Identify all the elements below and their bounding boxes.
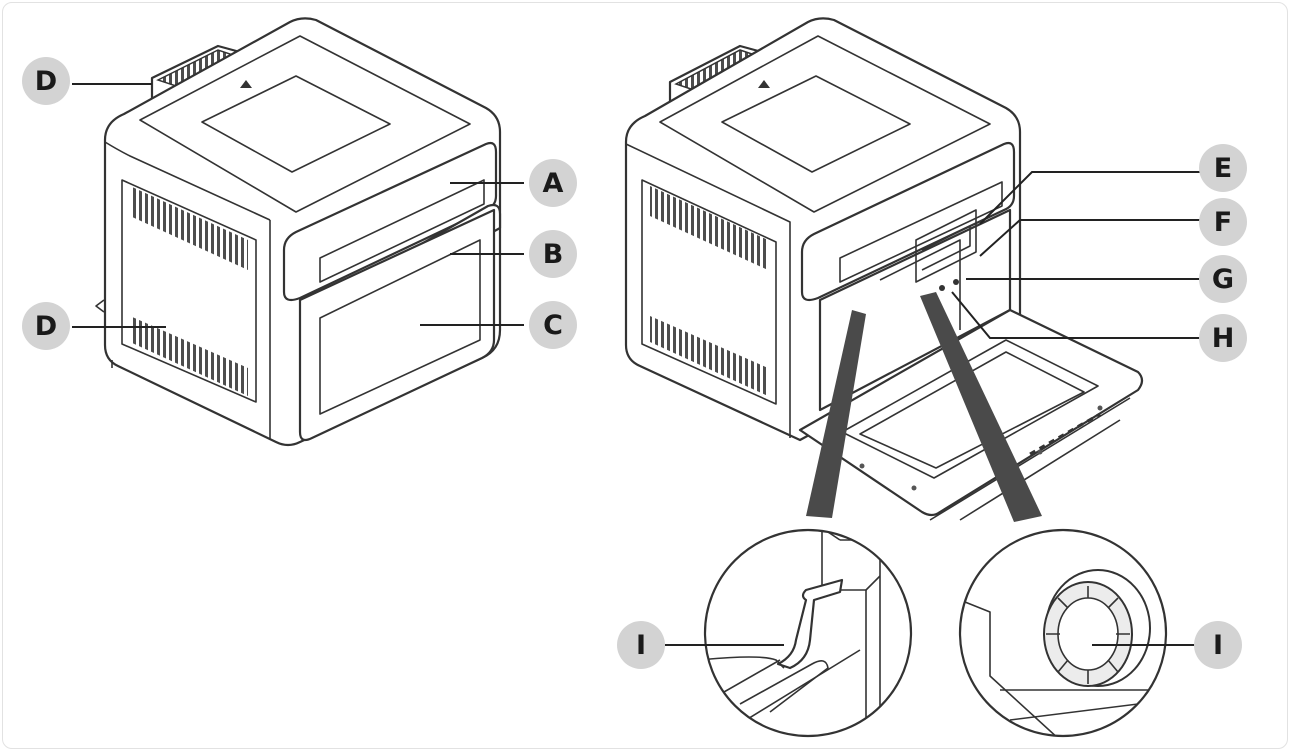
side-vent-bottom bbox=[130, 316, 248, 396]
label-c: C bbox=[529, 301, 577, 349]
label-h: H bbox=[1199, 314, 1247, 362]
callout-wedge-left bbox=[806, 310, 866, 518]
top-window-right bbox=[721, 75, 911, 173]
label-d-side: D bbox=[22, 302, 70, 350]
heating-element bbox=[915, 209, 977, 283]
top-window bbox=[201, 75, 391, 173]
hook-detail bbox=[776, 578, 844, 670]
label-i-right: I bbox=[1194, 621, 1242, 669]
detail-circle-right bbox=[958, 528, 1168, 738]
side-vent-bottom-right bbox=[650, 316, 768, 396]
label-a: A bbox=[529, 159, 577, 207]
door bbox=[298, 208, 496, 442]
side-panel bbox=[121, 179, 257, 403]
leader-lines bbox=[72, 83, 1200, 646]
side-vent-top bbox=[130, 186, 248, 270]
side-panel-right bbox=[641, 179, 777, 405]
label-f: F bbox=[1199, 198, 1247, 246]
label-d-top: D bbox=[22, 57, 70, 105]
label-g: G bbox=[1199, 255, 1247, 303]
control-panel-right bbox=[800, 141, 1016, 302]
gear-socket-detail bbox=[1043, 569, 1151, 687]
top-arrow-icon-right bbox=[758, 80, 770, 88]
side-vent-top-right bbox=[650, 186, 768, 270]
door-window bbox=[319, 239, 481, 415]
label-b: B bbox=[529, 230, 577, 278]
open-oven bbox=[624, 17, 1144, 521]
control-panel bbox=[282, 141, 498, 302]
sensor bbox=[939, 285, 945, 291]
top-arrow-icon bbox=[240, 80, 252, 88]
callout-wedge-right bbox=[920, 292, 1042, 522]
detail-circle-left bbox=[703, 528, 913, 738]
label-e: E bbox=[1199, 144, 1247, 192]
closed-oven bbox=[95, 17, 502, 447]
label-i-left: I bbox=[617, 621, 665, 669]
